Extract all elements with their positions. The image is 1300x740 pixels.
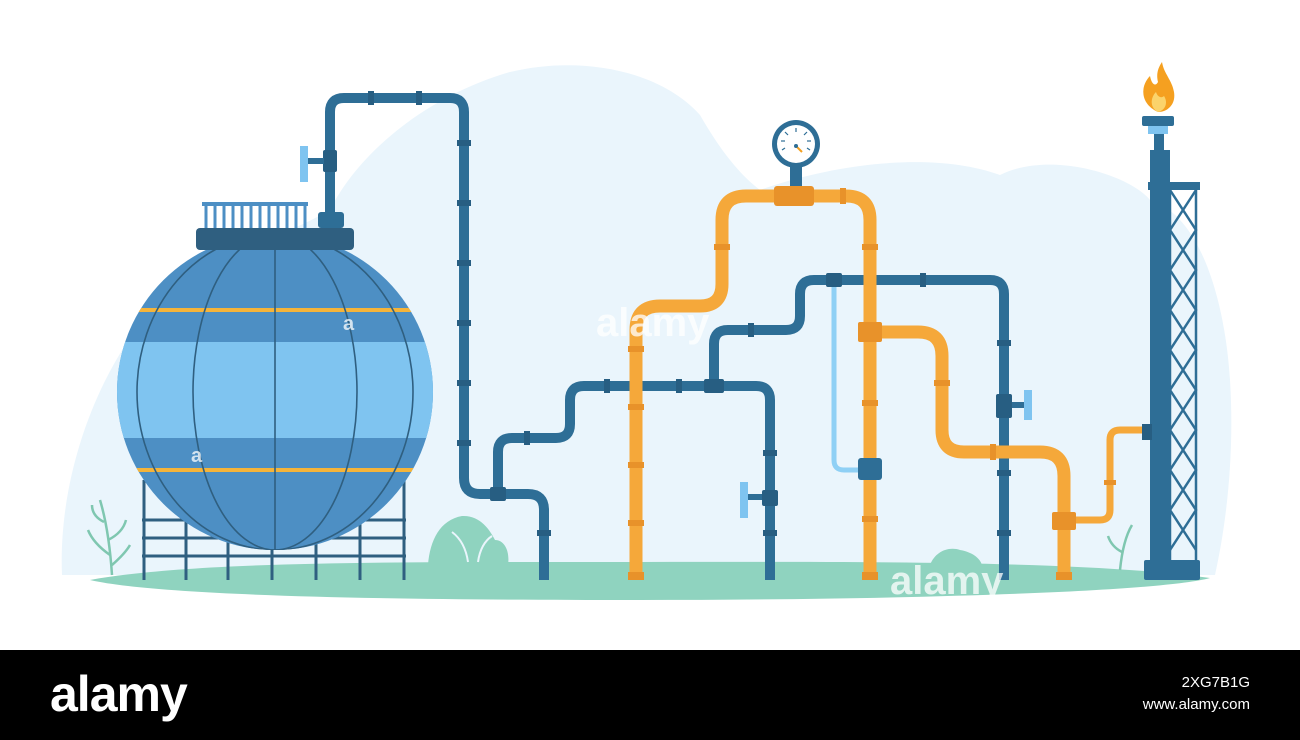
bush-icon	[428, 515, 982, 565]
watermark-text: a	[343, 313, 355, 335]
ground	[90, 561, 1210, 600]
bush-detail	[451, 531, 493, 563]
yellow-pipe-joints	[628, 186, 1116, 580]
blue-pipe-network	[325, 93, 1009, 580]
yellow-pipe-network	[629, 189, 1071, 580]
thin-light-pipe	[831, 287, 866, 473]
watermark-text: a	[191, 445, 203, 467]
valve-icon	[300, 146, 324, 182]
brand-logo: alamy	[50, 666, 188, 722]
pressure-gauge-icon	[772, 120, 820, 186]
pipe-collar	[858, 458, 882, 480]
flame-icon	[1143, 62, 1175, 112]
watermark-text: alamy	[890, 559, 1004, 603]
yellow-connector-pipe	[1064, 426, 1150, 524]
image-id: 2XG7B1G	[1181, 674, 1250, 691]
spherical-gas-tank-icon	[117, 202, 433, 580]
flare-stack-icon	[1142, 116, 1200, 580]
gas-pipeline-illustration: alamy a alamy a	[61, 62, 1232, 603]
site-url: www.alamy.com	[1142, 696, 1250, 713]
valve-icon	[996, 390, 1032, 420]
plant-icon	[86, 499, 1134, 576]
blue-pipe-joints	[323, 91, 1011, 536]
watermark-text: alamy	[596, 301, 710, 345]
valve-icon	[740, 482, 778, 518]
footer-bar	[0, 650, 1300, 740]
